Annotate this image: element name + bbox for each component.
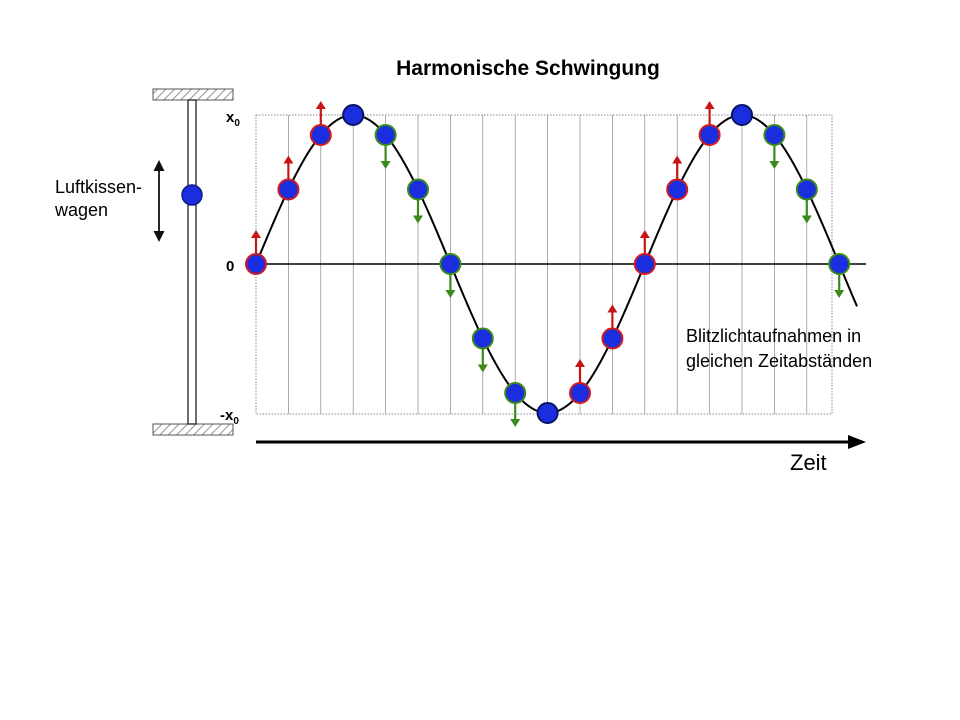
flash-point [536, 402, 559, 424]
flash-point [666, 178, 689, 201]
note-line2: gleichen Zeitabständen [686, 351, 872, 371]
flash-point [342, 104, 365, 126]
flash-point [439, 253, 462, 275]
air-track-apparatus: Luftkissen- wagen [54, 88, 234, 436]
flash-point [795, 178, 818, 201]
flash-point [601, 327, 624, 350]
y-tick-minus-x0: -x0 [220, 407, 239, 427]
bottom-mount-hatched [152, 423, 234, 436]
cart-label-line1: Luftkissen- [55, 177, 142, 197]
flash-point [407, 178, 429, 201]
flash-point [698, 123, 721, 146]
air-track-rail [187, 99, 197, 425]
flash-point [374, 123, 397, 146]
flash-point [309, 123, 332, 146]
flash-point [763, 123, 786, 146]
air-cart-ball [181, 184, 203, 206]
note-line1: Blitzlichtaufnahmen in [686, 326, 861, 346]
time-axis-label: Zeit [790, 450, 827, 475]
top-mount-hatched [152, 88, 234, 101]
y-tick-x0: x0 [226, 109, 240, 129]
time-axis-arrow [256, 435, 866, 449]
flash-point [471, 327, 494, 350]
double-arrow-icon [153, 160, 165, 242]
y-tick-zero: 0 [226, 258, 234, 275]
flash-point [633, 253, 656, 275]
flash-point [277, 178, 300, 201]
diagram-title: Harmonische Schwingung [396, 57, 660, 80]
flash-exposure-points [245, 104, 851, 424]
flash-point [828, 253, 851, 275]
flash-point [569, 382, 591, 405]
cart-label-line2: wagen [54, 200, 108, 220]
flash-point [731, 104, 753, 126]
flash-point [245, 253, 267, 275]
flash-point [504, 382, 527, 405]
